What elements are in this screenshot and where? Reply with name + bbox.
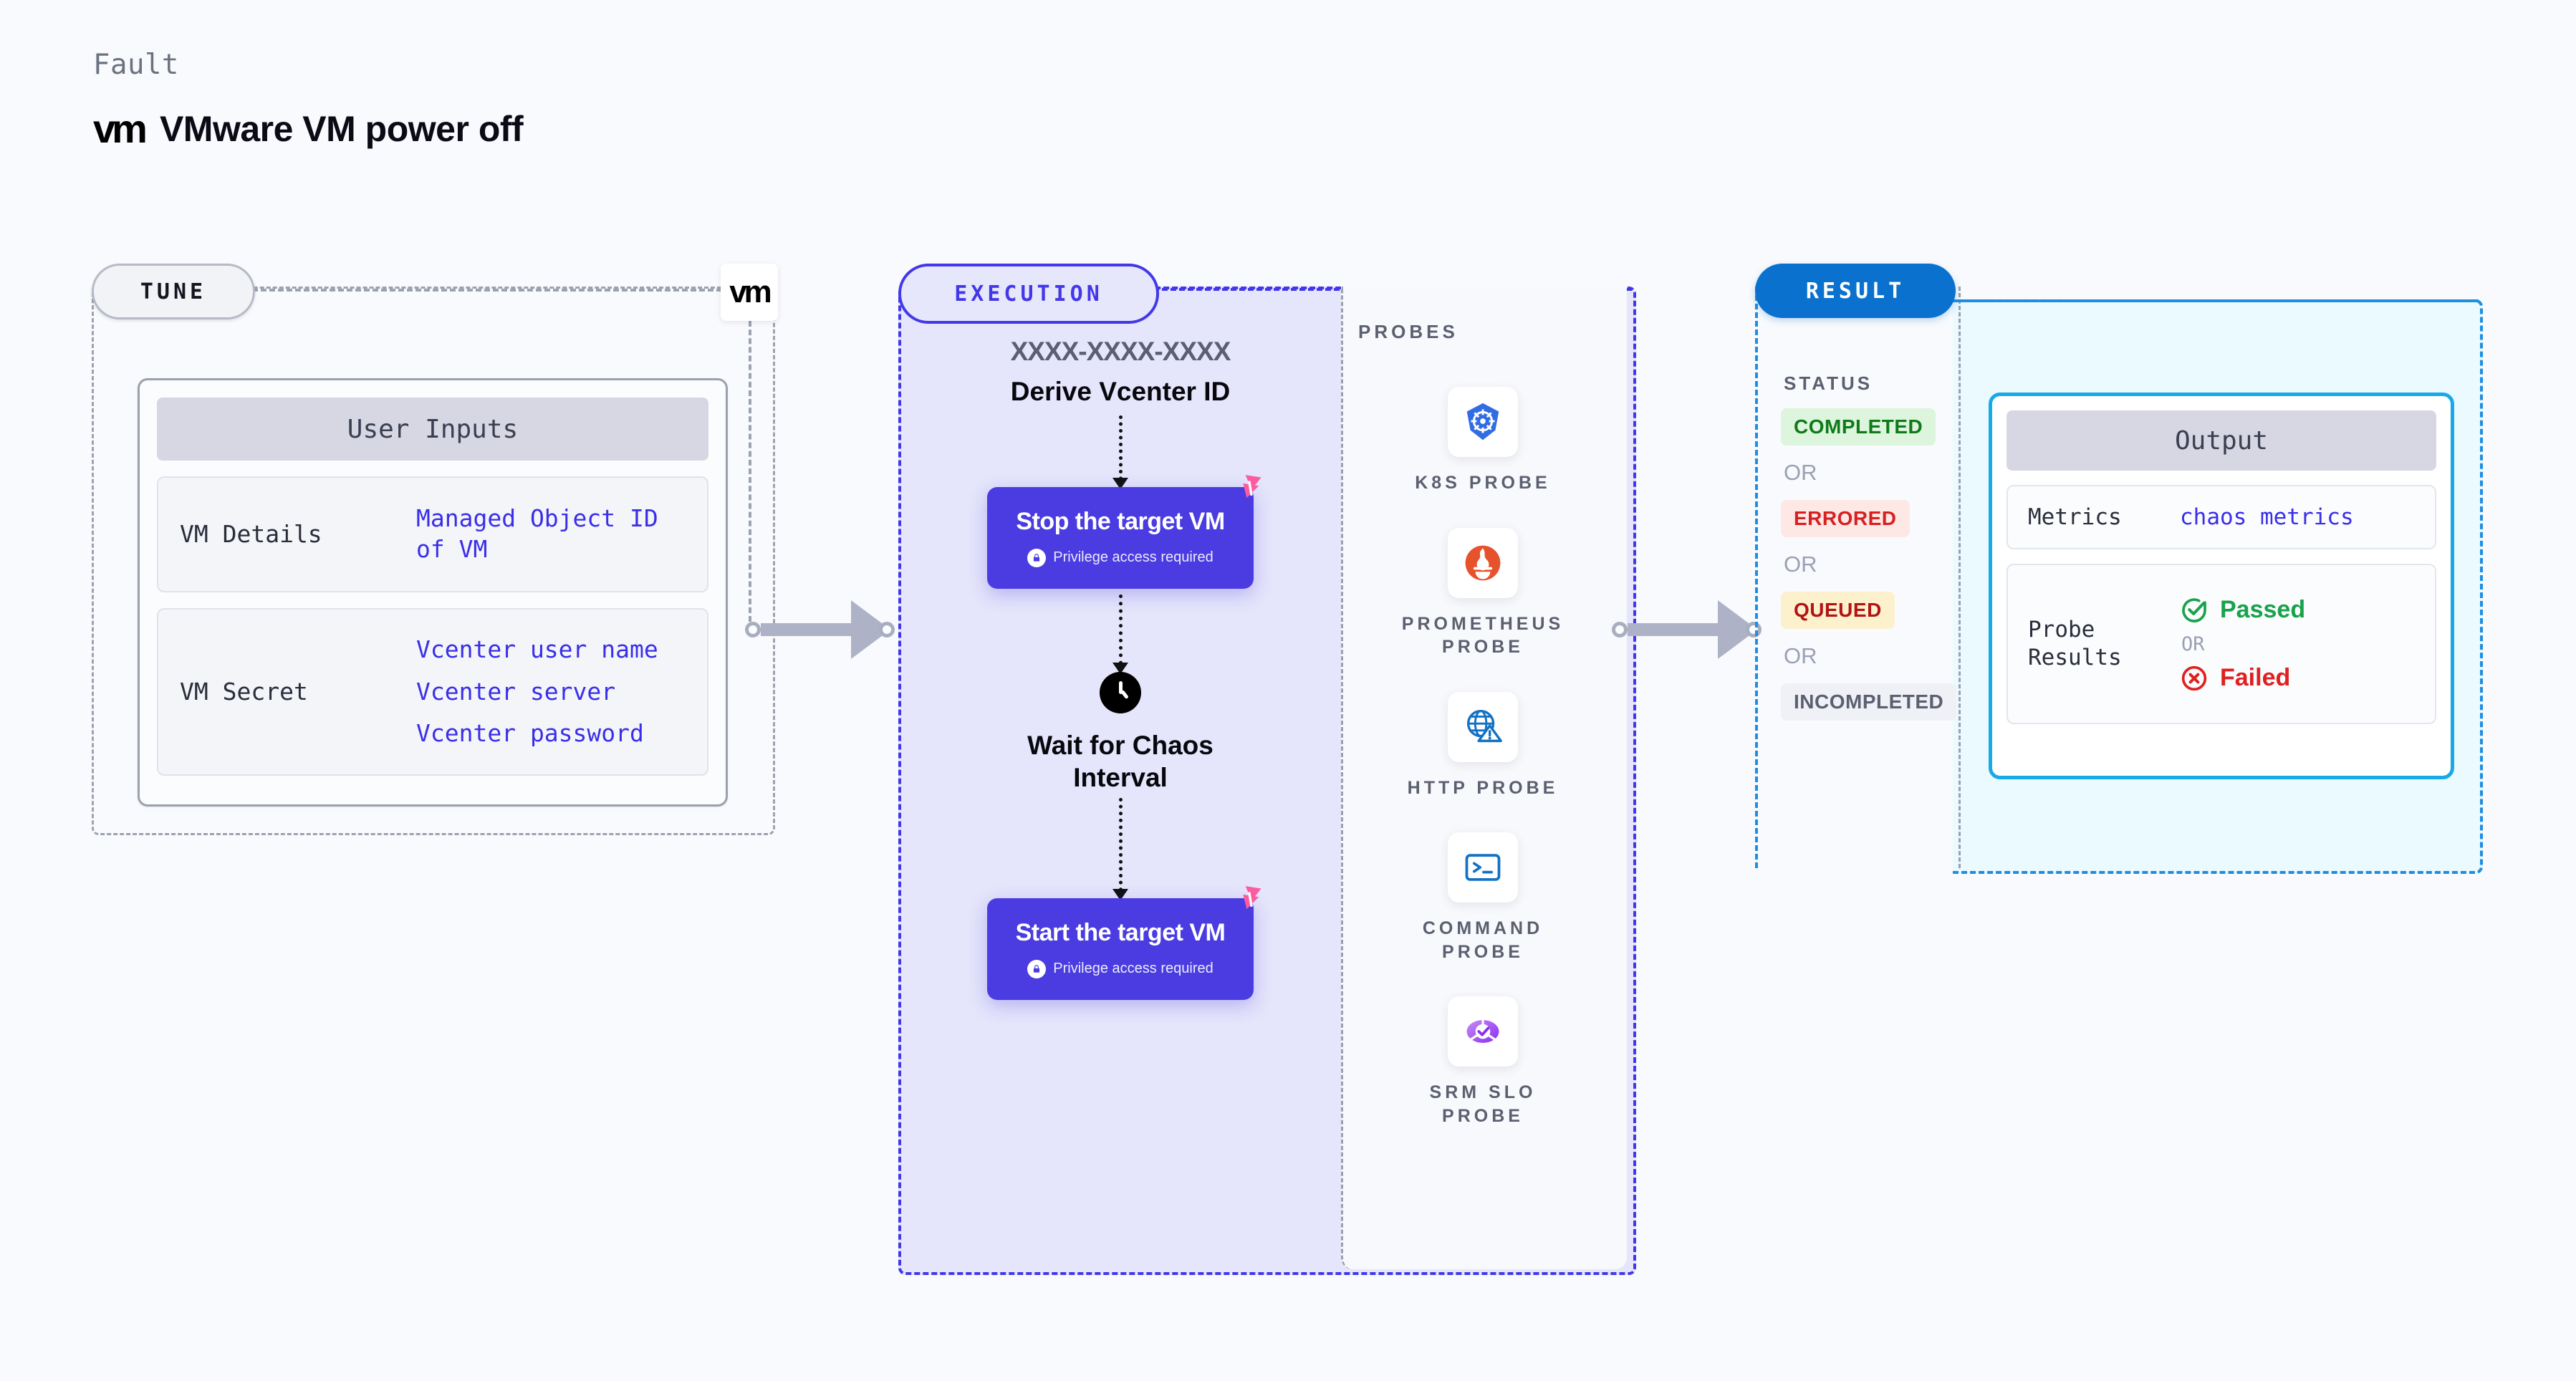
result-status-panel xyxy=(1755,287,1961,868)
clock-icon xyxy=(1100,672,1141,713)
table-row: Probe Results Passed OR Faile xyxy=(2007,564,2436,724)
probe-result-passed: Passed xyxy=(2180,596,2305,625)
flow-arrow-icon xyxy=(1112,798,1128,901)
list-item: Managed Object ID of VM xyxy=(416,504,658,563)
table-row: Metrics chaos metrics xyxy=(2007,485,2436,549)
execution-flow: XXXX-XXXX-XXXX Derive Vcenter ID Stop th… xyxy=(898,337,1342,1001)
step-subtitle-text: Privilege access required xyxy=(1053,961,1213,977)
connector-dot xyxy=(1612,622,1628,637)
vmware-badge-icon: vm xyxy=(721,264,778,321)
list-item: Vcenter password xyxy=(416,719,644,748)
vmware-logo-icon: vm xyxy=(93,106,148,151)
connector-dot xyxy=(879,622,895,637)
vm-secret-key: VM Secret xyxy=(180,678,308,706)
list-item[interactable]: K8S PROBE xyxy=(1341,387,1625,495)
connector-arrow-tune-execution xyxy=(745,600,895,659)
srm-slo-icon xyxy=(1448,996,1518,1067)
probes-list: K8S PROBE PROMETHEUS PROBE xyxy=(1341,387,1625,1160)
connector-shaft xyxy=(761,623,851,636)
lock-icon xyxy=(1027,548,1047,567)
user-inputs-header: User Inputs xyxy=(157,398,708,461)
tune-connector-dash xyxy=(252,289,722,292)
kubernetes-icon xyxy=(1448,387,1518,457)
check-circle-icon xyxy=(2182,597,2206,622)
list-item[interactable]: COMMAND PROBE xyxy=(1341,832,1625,963)
step-card-start-vm[interactable]: Start the target VM Privilege access req… xyxy=(987,886,1261,1001)
step-title: Stop the target VM xyxy=(1016,507,1225,535)
connector-arrow-execution-result xyxy=(1612,600,1762,659)
or-separator: OR xyxy=(1784,460,1817,485)
user-inputs-card: User Inputs VM Details Managed Object ID… xyxy=(138,378,728,807)
connector-shaft xyxy=(1628,623,1718,636)
vm-details-values: Managed Object ID of VM xyxy=(416,504,658,565)
list-item[interactable]: PROMETHEUS PROBE xyxy=(1341,527,1625,659)
or-separator: OR xyxy=(2181,632,2205,655)
prometheus-icon xyxy=(1448,527,1518,598)
http-globe-warning-icon xyxy=(1448,691,1518,762)
execution-pill[interactable]: EXECUTION xyxy=(898,264,1159,324)
vm-secret-values: Vcenter user name Vcenter server Vcenter… xyxy=(416,623,658,761)
terminal-icon xyxy=(1448,832,1518,903)
status-title: STATUS xyxy=(1784,372,1873,394)
probes-title: PROBES xyxy=(1358,321,1458,342)
result-connector-dash xyxy=(1956,299,2479,302)
derive-id-value: XXXX-XXXX-XXXX xyxy=(1010,337,1231,366)
status-badge: ERRORED xyxy=(1781,500,1910,537)
metrics-value: chaos metrics xyxy=(2180,504,2354,530)
step-title: Start the target VM xyxy=(1015,918,1226,946)
derive-id-label: Derive Vcenter ID xyxy=(1010,377,1231,406)
x-circle-icon xyxy=(2181,665,2207,690)
list-item-label: SRM SLO PROBE xyxy=(1429,1082,1537,1126)
step-subtitle: Privilege access required xyxy=(1027,548,1213,567)
flow-arrow-icon xyxy=(1112,595,1128,674)
list-item-label: K8S PROBE xyxy=(1415,473,1551,493)
step-subtitle-text: Privilege access required xyxy=(1053,549,1213,565)
status-badge: QUEUED xyxy=(1781,592,1895,629)
metrics-key: Metrics xyxy=(2028,504,2122,530)
tune-panel xyxy=(92,287,775,835)
connector-dot xyxy=(745,622,761,637)
output-card: Output Metrics chaos metrics Probe Resul… xyxy=(1989,393,2454,779)
output-header: Output xyxy=(2007,410,2436,471)
status-list: COMPLETED OR ERRORED OR QUEUED OR INCOMP… xyxy=(1781,408,1967,721)
list-item: Vcenter server xyxy=(416,677,616,706)
status-badge: COMPLETED xyxy=(1781,408,1936,446)
probe-result-failed: Failed xyxy=(2180,664,2305,693)
wait-interval-label: Wait for Chaos Interval xyxy=(1027,731,1213,793)
result-pill[interactable]: RESULT xyxy=(1755,264,1956,318)
list-item[interactable]: HTTP PROBE xyxy=(1341,691,1625,800)
list-item[interactable]: SRM SLO PROBE xyxy=(1341,996,1625,1127)
fault-kicker: Fault xyxy=(93,49,179,81)
probe-results-values: Passed OR Failed xyxy=(2180,596,2305,693)
passed-label: Passed xyxy=(2220,596,2306,623)
or-separator: OR xyxy=(1784,552,1817,577)
failed-label: Failed xyxy=(2220,664,2291,691)
page-title: VMware VM power off xyxy=(159,108,524,149)
vmware-badge-dash xyxy=(749,321,751,622)
step-card-stop-vm[interactable]: Stop the target VM Privilege access requ… xyxy=(987,475,1261,589)
step-subtitle: Privilege access required xyxy=(1027,959,1213,978)
vmware-badge-label: vm xyxy=(729,274,772,309)
flow-arrow-icon xyxy=(1112,415,1128,489)
table-row: VM Details Managed Object ID of VM xyxy=(157,476,708,592)
or-separator: OR xyxy=(1784,643,1817,668)
list-item: Vcenter user name xyxy=(416,635,658,663)
table-row: VM Secret Vcenter user name Vcenter serv… xyxy=(157,608,708,776)
litmus-chaos-icon xyxy=(1243,886,1261,910)
list-item-label: PROMETHEUS PROBE xyxy=(1401,613,1565,658)
list-item-label: HTTP PROBE xyxy=(1407,777,1559,798)
list-item-label: COMMAND PROBE xyxy=(1422,918,1544,962)
status-badge: INCOMPLETED xyxy=(1781,683,1957,721)
probe-results-key: Probe Results xyxy=(2028,617,2122,670)
page-header: Fault vm VMware VM power off xyxy=(93,49,524,152)
litmus-chaos-icon xyxy=(1243,475,1261,499)
vm-details-key: VM Details xyxy=(180,520,322,549)
lock-icon xyxy=(1027,959,1047,978)
tune-pill[interactable]: TUNE xyxy=(92,264,255,319)
